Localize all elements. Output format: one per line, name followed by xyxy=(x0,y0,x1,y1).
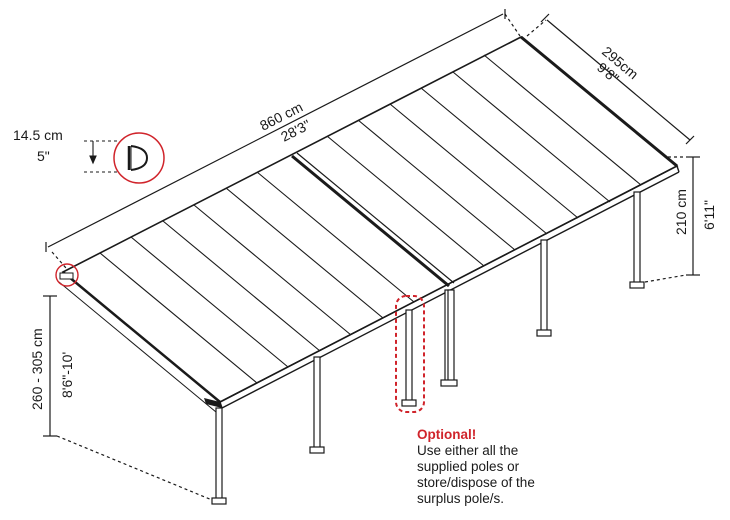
optional-note-line: supplied poles or xyxy=(417,459,520,474)
length-dimension-line xyxy=(45,9,521,269)
optional-note: Optional! Use either all the supplied po… xyxy=(417,427,617,507)
post xyxy=(313,356,321,450)
center-beam xyxy=(291,152,455,288)
post-foot xyxy=(440,379,458,387)
roof-panel-strips xyxy=(99,54,642,384)
wall-bracket xyxy=(58,35,678,413)
depth-dimension-line xyxy=(526,13,695,145)
post-foot xyxy=(536,329,552,337)
post xyxy=(447,289,455,383)
post-foot xyxy=(309,446,325,454)
low-height-dimension-line xyxy=(644,156,700,283)
optional-post-highlight xyxy=(395,295,425,413)
optional-note-line: Use either all the xyxy=(417,443,519,458)
corner-detail-circle xyxy=(55,263,79,287)
post xyxy=(405,309,413,403)
post xyxy=(540,239,548,333)
profile-detail-icon xyxy=(127,145,149,171)
post xyxy=(633,191,641,285)
support-posts xyxy=(211,191,645,505)
high-height-dimension-line xyxy=(43,295,213,501)
post xyxy=(215,407,223,501)
optional-note-line: surplus pole/s. xyxy=(417,491,505,506)
profile-in-label: 5" xyxy=(37,148,50,164)
optional-note-title: Optional! xyxy=(417,427,477,442)
high-height-cm-label: 260 - 305 cm xyxy=(29,328,45,410)
side-bracket xyxy=(204,398,222,408)
low-height-ft-label: 6'11" xyxy=(701,200,717,230)
optional-note-line: store/dispose of the xyxy=(417,475,535,490)
post-foot xyxy=(629,281,645,289)
high-height-ft-label: 8'6"-10' xyxy=(59,352,75,398)
corner-bracket-icon xyxy=(59,272,74,280)
profile-detail-circle xyxy=(113,132,165,184)
low-height-cm-label: 210 cm xyxy=(673,189,689,235)
profile-cm-label: 14.5 cm xyxy=(13,127,63,143)
post-foot xyxy=(401,399,417,407)
post-foot xyxy=(211,497,227,505)
